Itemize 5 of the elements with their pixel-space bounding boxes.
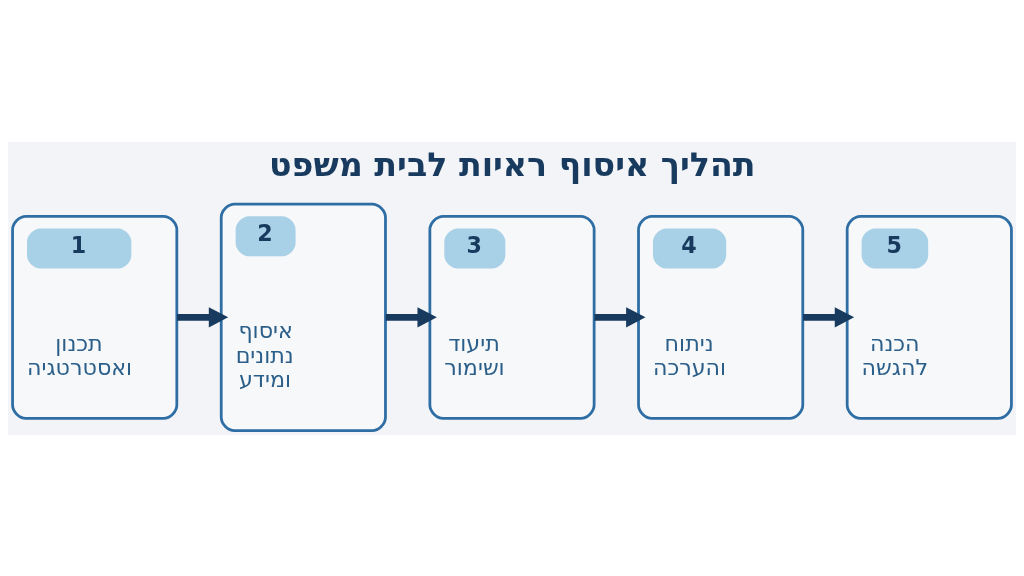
arrow bbox=[385, 306, 437, 328]
diagram-title: תהליך איסוף ראיות לבית משפט bbox=[268, 144, 756, 184]
arrow bbox=[803, 306, 855, 328]
arrow bbox=[594, 306, 646, 328]
arrow bbox=[177, 306, 229, 328]
